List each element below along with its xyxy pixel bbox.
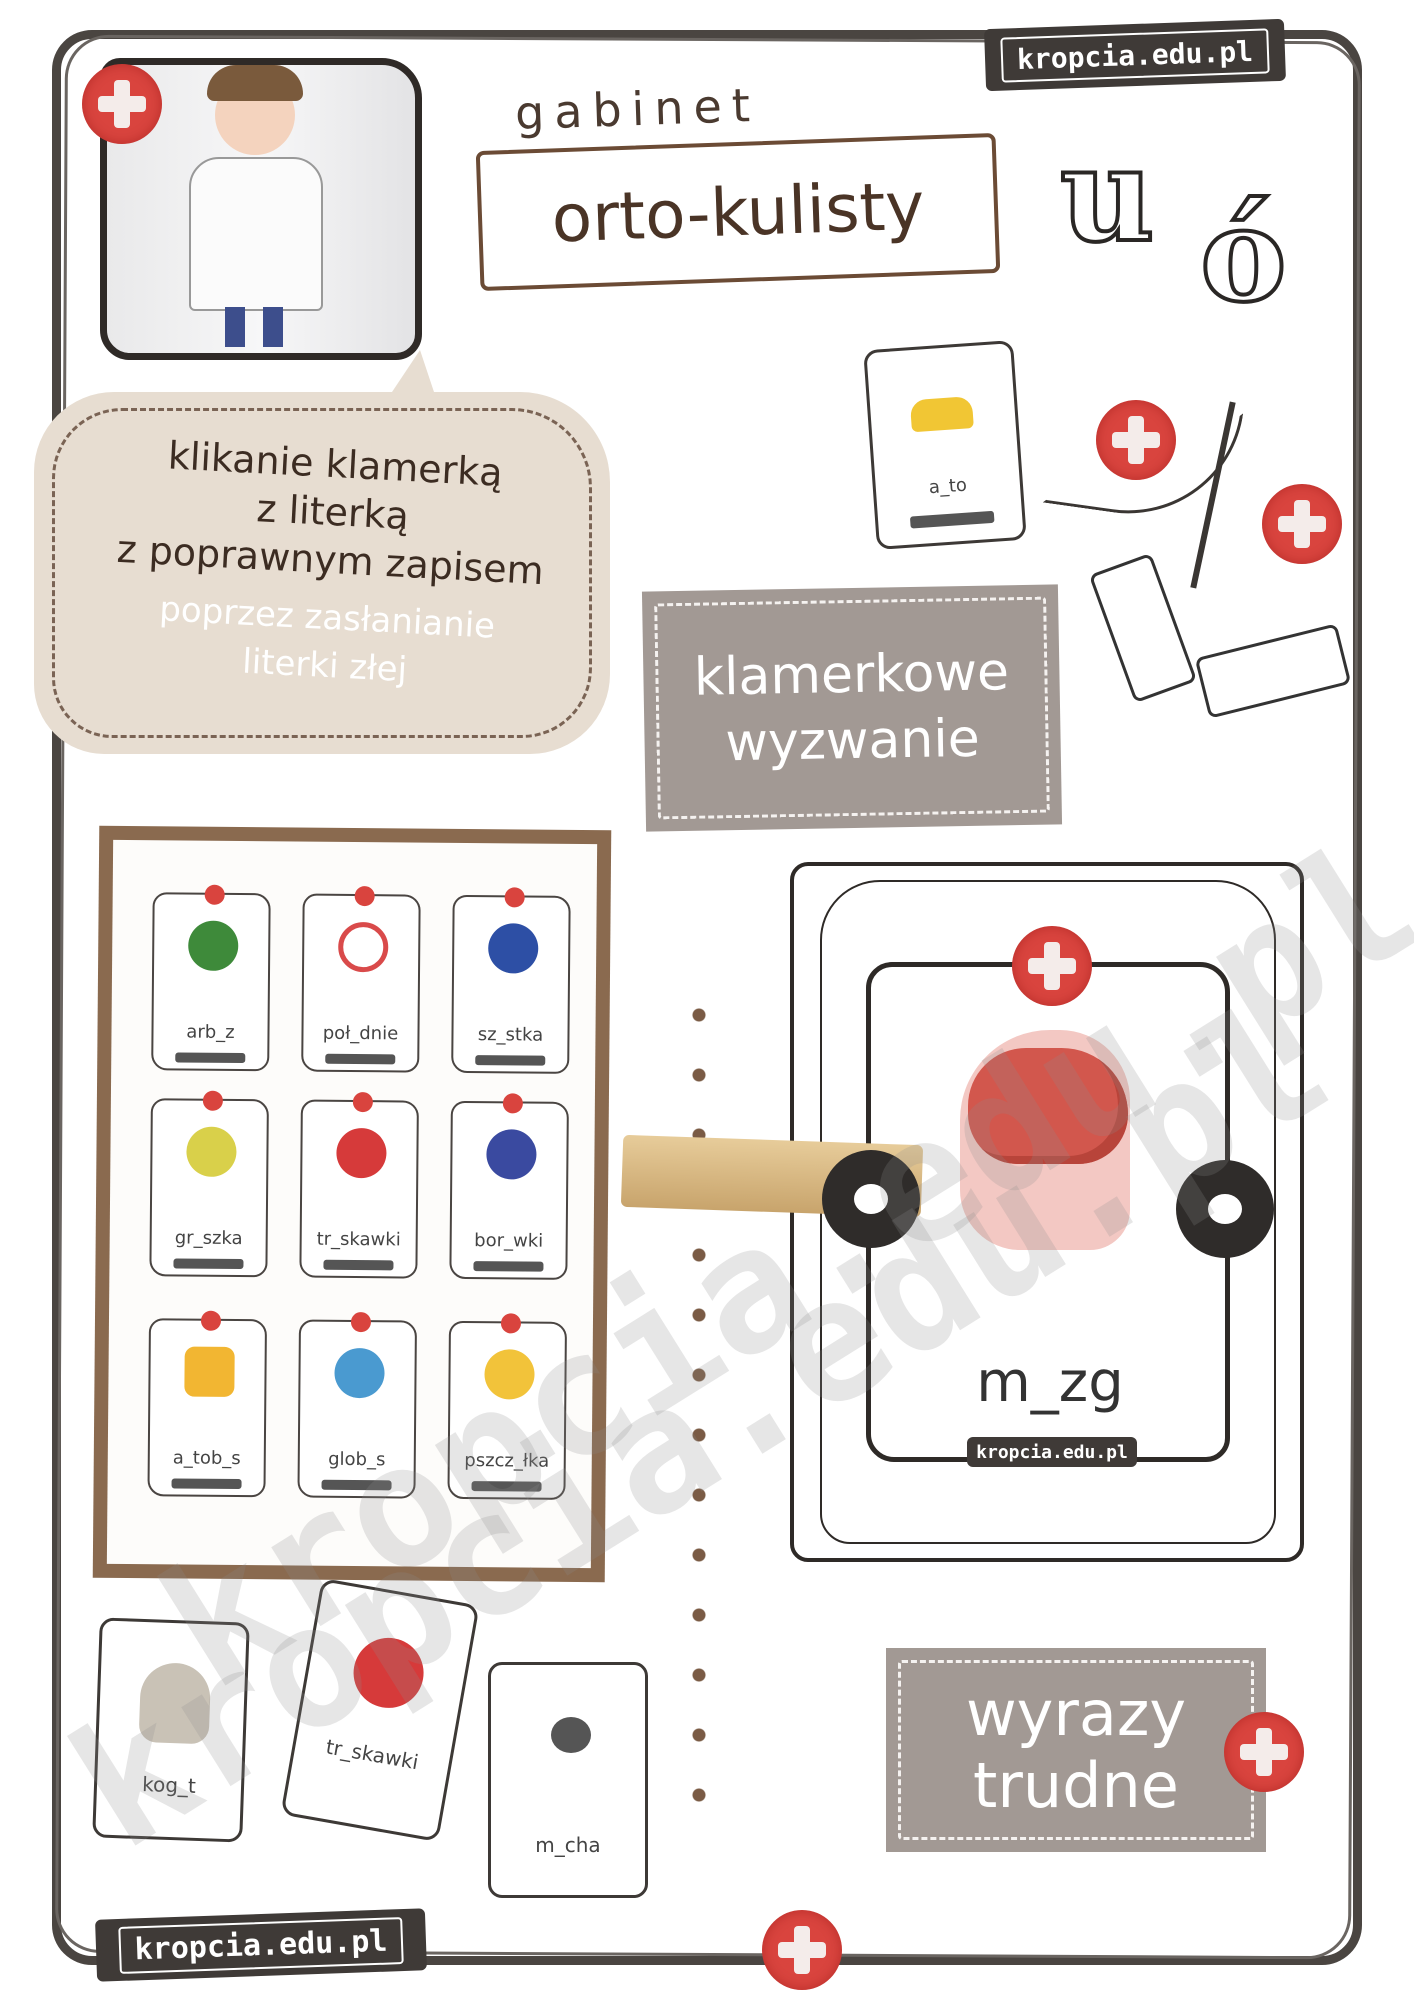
medical-cross-icon bbox=[352, 1092, 373, 1113]
board-card-word: pszcz_łka bbox=[464, 1449, 550, 1472]
medical-cross-icon bbox=[204, 884, 225, 905]
challenge-dash bbox=[654, 596, 1050, 820]
watermelon-icon bbox=[188, 920, 239, 971]
card-car-word: a_to bbox=[928, 474, 968, 499]
pear-icon bbox=[186, 1126, 237, 1177]
strawberry-icon bbox=[348, 1632, 430, 1714]
board-card-tag bbox=[475, 1055, 546, 1066]
challenge-label: klamerkowe wyzwanie bbox=[641, 584, 1063, 832]
logo-bottom: kropcia.edu.pl bbox=[95, 1908, 427, 1982]
fly-icon bbox=[551, 1717, 591, 1753]
medical-cross-icon bbox=[350, 1311, 372, 1333]
board-card-word: gr_szka bbox=[174, 1227, 243, 1250]
board-card-word: bor_wki bbox=[474, 1230, 544, 1252]
number-six-icon bbox=[488, 923, 539, 974]
board-card-word: tr_skawki bbox=[316, 1228, 401, 1251]
hard-words-label: wyrazy trudne bbox=[886, 1648, 1266, 1852]
loose-card-word: tr_skawki bbox=[324, 1734, 421, 1775]
big-card-logo-text: kropcia.edu.pl bbox=[976, 1441, 1128, 1463]
card-car-tag bbox=[909, 510, 995, 529]
board-card[interactable]: sz_stka bbox=[451, 887, 571, 1074]
doctor-leg-left bbox=[225, 307, 245, 347]
medical-cross-icon bbox=[1224, 1712, 1304, 1792]
card-board-inner: arb_z poł_dnie sz_stka gr_szka tr_skawki bbox=[106, 839, 598, 1569]
hard-words-line-1: wyrazy bbox=[965, 1677, 1187, 1750]
medical-cross-icon bbox=[504, 887, 525, 908]
title-small: gabinet bbox=[514, 77, 761, 141]
dotted-divider bbox=[692, 985, 706, 1805]
board-card[interactable]: gr_szka bbox=[149, 1090, 269, 1278]
clock-icon bbox=[338, 921, 389, 973]
medical-cross-icon bbox=[500, 1313, 522, 1334]
doctor-coat bbox=[189, 157, 323, 311]
big-card-logo: kropcia.edu.pl bbox=[967, 1437, 1137, 1467]
brain-icon bbox=[968, 1048, 1128, 1164]
washer-icon bbox=[1176, 1160, 1274, 1258]
speech-bubble-border bbox=[52, 408, 592, 738]
medical-cross-icon bbox=[1012, 926, 1092, 1006]
board-card[interactable]: poł_dnie bbox=[301, 886, 421, 1073]
medical-cross-icon bbox=[762, 1910, 842, 1990]
board-card-tag bbox=[173, 1258, 244, 1270]
bee-icon bbox=[484, 1349, 535, 1400]
rooster-icon bbox=[138, 1661, 212, 1745]
doctor-hair bbox=[207, 65, 303, 101]
letter-u: u bbox=[1058, 118, 1157, 271]
card-board: arb_z poł_dnie sz_stka gr_szka tr_skawki bbox=[92, 825, 612, 1583]
logo-top: kropcia.edu.pl bbox=[984, 18, 1286, 92]
board-card-word: glob_s bbox=[328, 1448, 386, 1471]
loose-card-word: kog_t bbox=[141, 1772, 197, 1798]
doctor-illustration bbox=[100, 58, 422, 360]
board-card-word: arb_z bbox=[186, 1021, 235, 1043]
loose-card-word: m_cha bbox=[535, 1833, 601, 1857]
speech-text: klikanie klamerką z literką z poprawnym … bbox=[84, 428, 576, 703]
board-card-word: a_tob_s bbox=[172, 1447, 241, 1470]
medical-cross-icon bbox=[200, 1310, 222, 1331]
board-card[interactable]: pszcz_łka bbox=[447, 1313, 567, 1500]
car-icon bbox=[909, 396, 974, 433]
medical-cross-icon bbox=[1096, 400, 1176, 480]
hard-words-line-2: trudne bbox=[973, 1749, 1179, 1822]
medical-cross-icon bbox=[354, 886, 375, 907]
board-card-tag bbox=[171, 1478, 242, 1490]
board-card-tag bbox=[325, 1053, 396, 1065]
board-card-tag bbox=[471, 1481, 542, 1492]
doctor-leg-right bbox=[263, 307, 283, 347]
medical-cross-icon bbox=[82, 64, 162, 144]
page-frame bbox=[52, 30, 1362, 1965]
blueberry-icon bbox=[486, 1129, 537, 1180]
board-card-tag bbox=[321, 1479, 392, 1491]
board-card-tag bbox=[175, 1052, 246, 1064]
letter-o: ó bbox=[1198, 178, 1289, 331]
board-card-tag bbox=[323, 1259, 394, 1271]
medical-cross-icon bbox=[1262, 484, 1342, 564]
card-car[interactable]: a_to bbox=[863, 340, 1027, 550]
medical-cross-icon bbox=[502, 1093, 523, 1114]
strawberry-icon bbox=[336, 1127, 387, 1179]
globe-icon bbox=[334, 1347, 385, 1399]
board-card-tag bbox=[473, 1261, 544, 1272]
hard-words-dash bbox=[898, 1660, 1254, 1840]
logo-top-text: kropcia.edu.pl bbox=[1000, 27, 1270, 83]
board-card[interactable]: bor_wki bbox=[449, 1093, 569, 1280]
board-card[interactable]: arb_z bbox=[151, 884, 271, 1072]
board-card[interactable]: tr_skawki bbox=[299, 1092, 419, 1279]
washer-icon bbox=[822, 1150, 920, 1248]
big-card-word: m_zg bbox=[976, 1350, 1124, 1415]
medical-cross-icon bbox=[202, 1090, 223, 1111]
bus-icon bbox=[184, 1346, 235, 1397]
board-card-word: poł_dnie bbox=[322, 1022, 399, 1045]
board-card[interactable]: a_tob_s bbox=[147, 1310, 267, 1498]
loose-card-fly[interactable]: m_cha bbox=[488, 1662, 648, 1898]
board-card-word: sz_stka bbox=[477, 1024, 544, 1046]
loose-card-rooster[interactable]: kog_t bbox=[92, 1617, 250, 1843]
logo-bottom-text: kropcia.edu.pl bbox=[117, 1916, 405, 1974]
title-main: orto-kulisty bbox=[475, 132, 1001, 292]
board-card[interactable]: glob_s bbox=[297, 1311, 417, 1499]
